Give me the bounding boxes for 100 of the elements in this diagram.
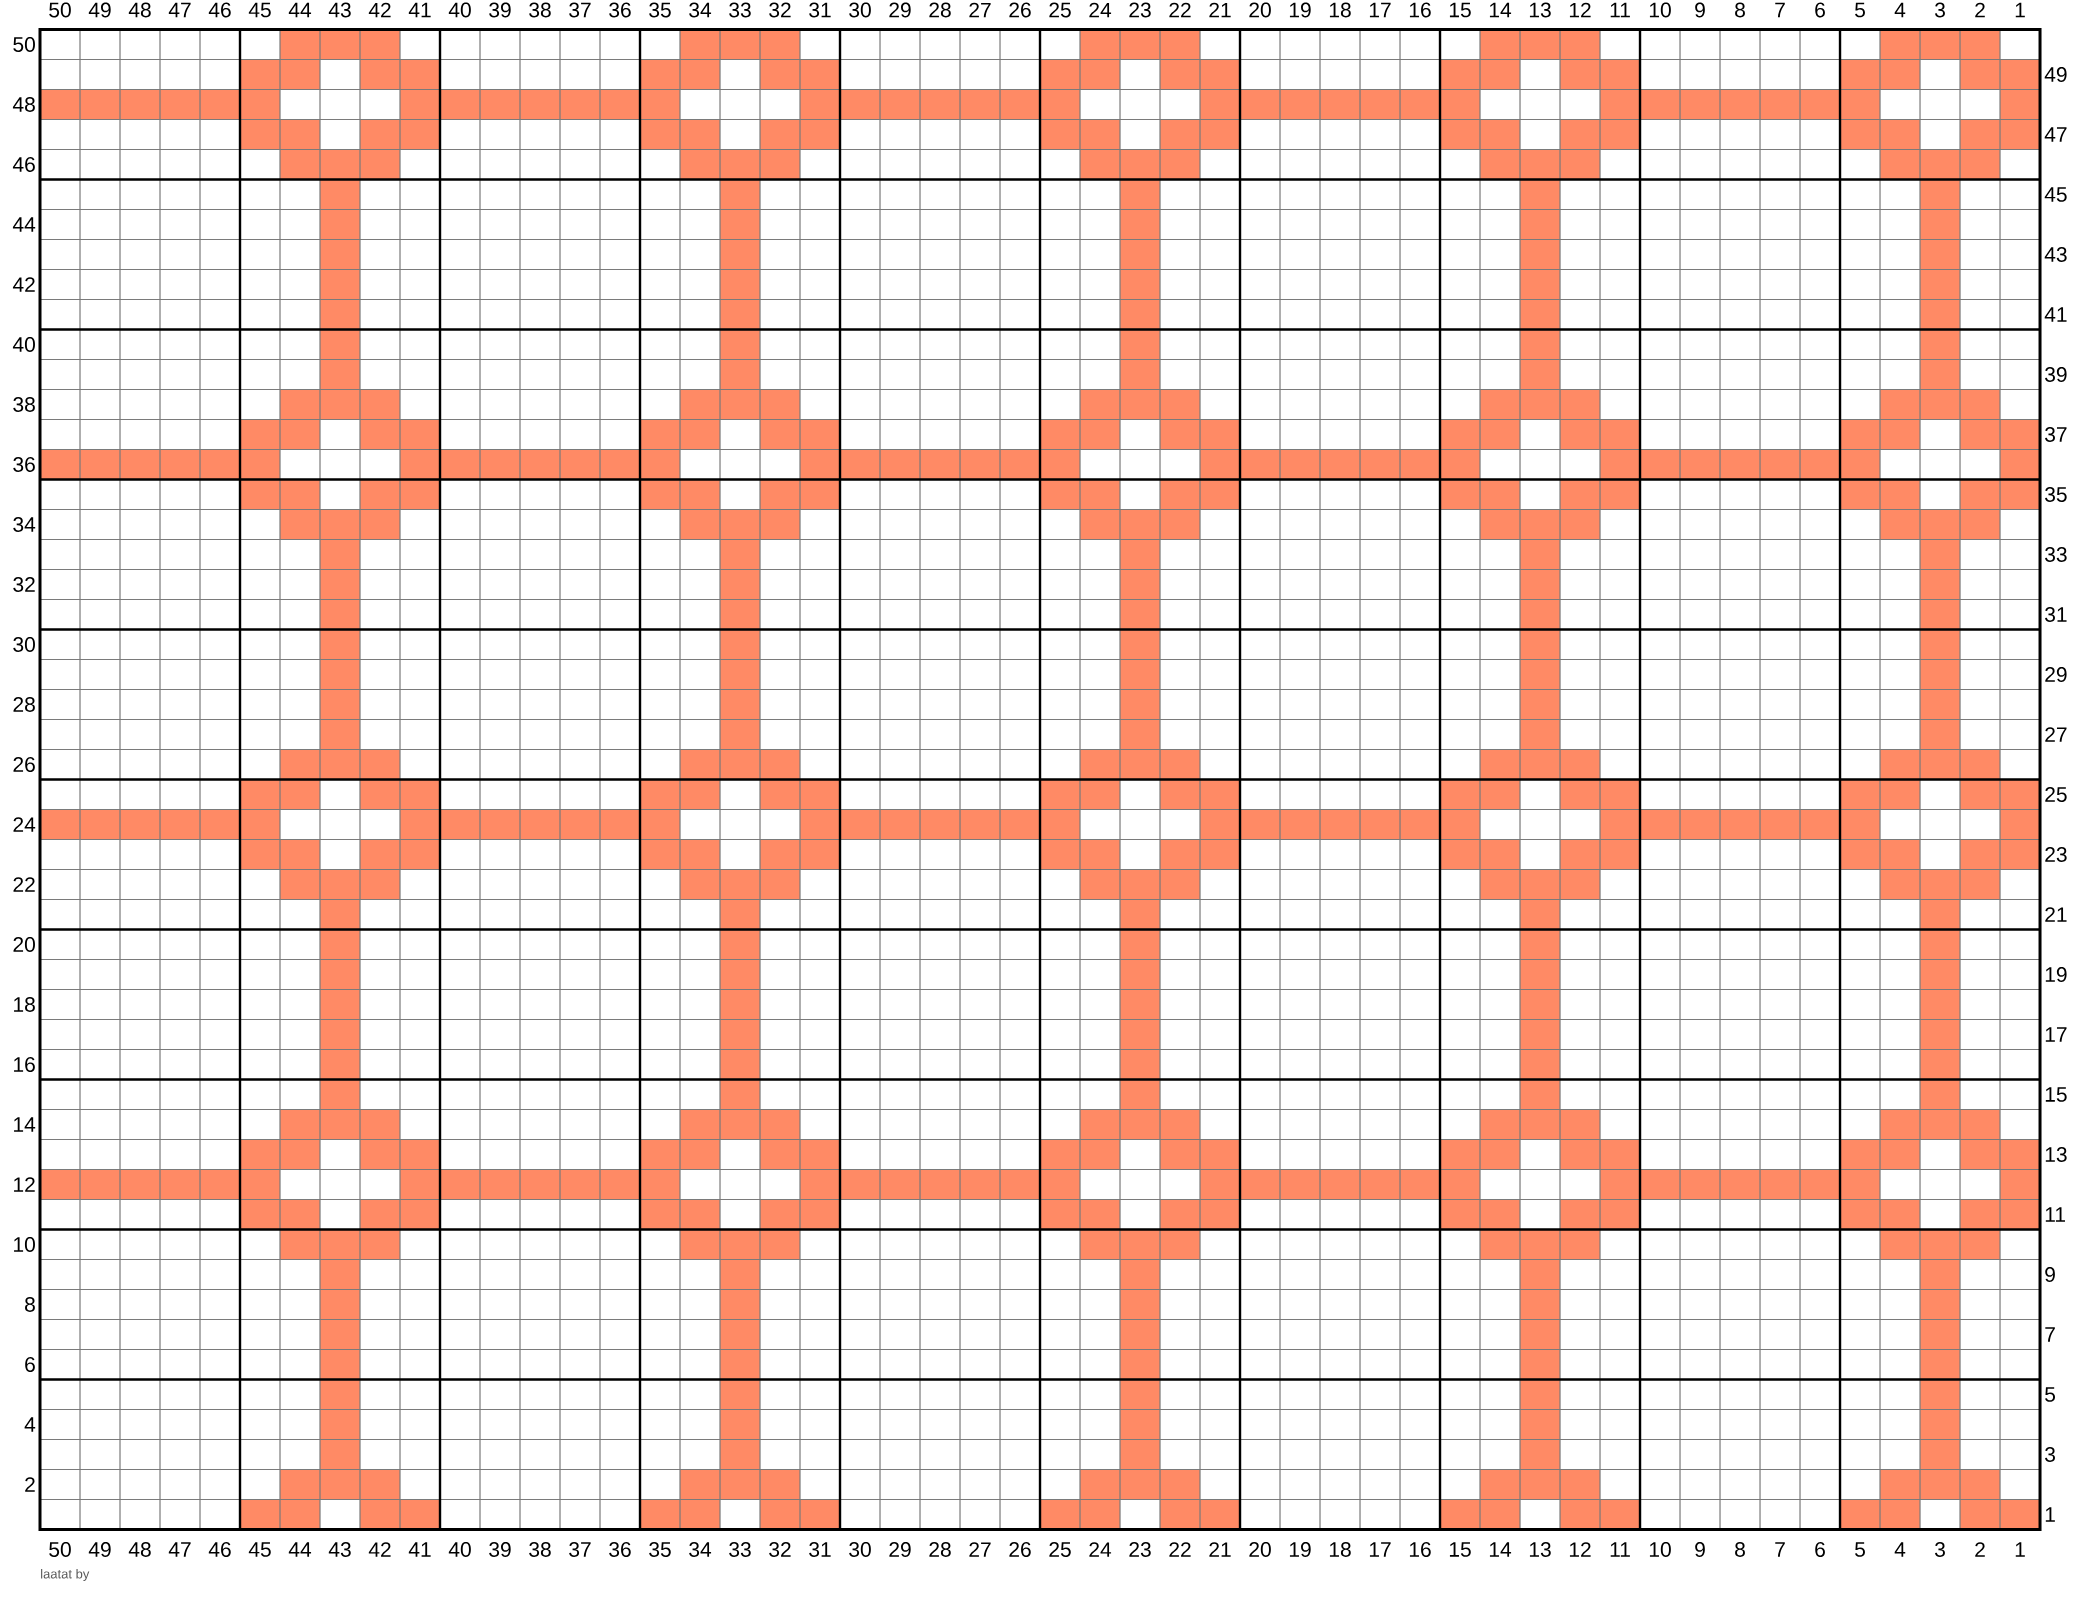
column-number: 40 bbox=[448, 2, 471, 18]
column-number: 41 bbox=[408, 2, 431, 18]
column-number: 26 bbox=[1009, 2, 1031, 18]
row-number: 24 bbox=[13, 817, 36, 832]
row-number: 33 bbox=[2045, 547, 2067, 562]
column-number: 27 bbox=[969, 2, 991, 18]
row-number: 41 bbox=[2044, 307, 2067, 322]
column-number: 26 bbox=[1009, 1542, 1031, 1557]
column-number: 31 bbox=[809, 1542, 831, 1557]
column-number: 34 bbox=[689, 2, 712, 18]
column-number: 18 bbox=[1329, 2, 1351, 18]
column-number: 25 bbox=[1049, 2, 1071, 18]
column-number: 13 bbox=[1529, 1542, 1551, 1557]
column-number: 12 bbox=[1569, 1542, 1591, 1557]
column-number: 7 bbox=[1775, 2, 1785, 18]
column-number: 11 bbox=[1610, 2, 1630, 18]
column-number: 7 bbox=[1775, 1542, 1785, 1557]
row-number: 10 bbox=[14, 1237, 35, 1252]
row-number: 48 bbox=[12, 97, 35, 112]
row-number: 47 bbox=[2044, 127, 2067, 142]
column-number: 46 bbox=[208, 2, 231, 18]
column-number: 42 bbox=[368, 2, 391, 18]
row-number: 16 bbox=[14, 1057, 35, 1072]
column-number: 9 bbox=[1695, 1542, 1705, 1557]
column-number: 1 bbox=[2015, 2, 2025, 18]
column-number: 5 bbox=[1855, 2, 1865, 18]
column-number: 8 bbox=[1735, 1542, 1745, 1557]
row-number: 2 bbox=[25, 1477, 35, 1492]
row-number: 23 bbox=[2045, 847, 2067, 862]
column-number: 32 bbox=[769, 1542, 791, 1557]
column-number: 32 bbox=[769, 2, 791, 18]
column-number: 39 bbox=[489, 2, 511, 18]
column-number: 36 bbox=[609, 2, 631, 18]
row-number: 50 bbox=[13, 37, 35, 52]
column-number: 27 bbox=[969, 1542, 991, 1557]
row-number: 26 bbox=[13, 757, 35, 772]
column-number: 4 bbox=[1894, 1542, 1906, 1557]
column-number: 46 bbox=[208, 1542, 231, 1557]
column-number: 30 bbox=[849, 2, 871, 18]
column-number: 6 bbox=[1815, 2, 1825, 18]
column-number: 24 bbox=[1089, 1542, 1112, 1557]
column-number: 19 bbox=[1289, 1542, 1311, 1557]
column-number: 14 bbox=[1489, 2, 1512, 18]
row-number: 39 bbox=[2045, 367, 2067, 382]
column-number: 48 bbox=[128, 1542, 151, 1557]
column-number: 36 bbox=[609, 1542, 631, 1557]
column-number: 37 bbox=[569, 2, 591, 18]
column-number: 17 bbox=[1369, 2, 1391, 18]
column-number: 43 bbox=[328, 2, 351, 18]
row-number: 6 bbox=[25, 1357, 35, 1372]
column-number: 14 bbox=[1489, 1542, 1512, 1557]
row-number: 43 bbox=[2044, 247, 2067, 262]
column-number: 15 bbox=[1449, 1542, 1471, 1557]
column-number: 48 bbox=[128, 2, 151, 18]
column-number: 2 bbox=[1975, 2, 1985, 18]
row-number: 17 bbox=[2045, 1027, 2067, 1042]
column-number: 13 bbox=[1529, 2, 1551, 18]
column-number: 23 bbox=[1129, 2, 1151, 18]
row-number: 29 bbox=[2045, 667, 2067, 682]
row-number: 22 bbox=[13, 877, 35, 892]
column-number: 10 bbox=[1649, 1542, 1671, 1557]
column-number: 12 bbox=[1569, 2, 1591, 18]
column-number: 31 bbox=[809, 2, 831, 18]
column-number: 23 bbox=[1129, 1542, 1151, 1557]
column-number: 16 bbox=[1409, 2, 1431, 18]
column-number: 30 bbox=[849, 1542, 871, 1557]
column-number: 22 bbox=[1169, 2, 1191, 18]
column-number: 18 bbox=[1329, 1542, 1351, 1557]
row-number: 42 bbox=[12, 277, 35, 292]
row-number: 35 bbox=[2045, 487, 2067, 502]
column-number: 24 bbox=[1089, 2, 1112, 18]
column-number: 35 bbox=[649, 1542, 671, 1557]
column-number: 43 bbox=[328, 1542, 351, 1557]
row-number: 21 bbox=[2045, 907, 2067, 922]
column-number: 15 bbox=[1449, 2, 1471, 18]
column-number: 4 bbox=[1894, 2, 1906, 18]
row-number: 37 bbox=[2045, 427, 2067, 442]
row-number: 34 bbox=[13, 517, 36, 532]
column-number: 9 bbox=[1695, 2, 1705, 18]
row-number: 31 bbox=[2045, 607, 2067, 622]
column-number: 6 bbox=[1815, 1542, 1825, 1557]
column-number: 20 bbox=[1249, 2, 1271, 18]
column-number: 34 bbox=[689, 1542, 712, 1557]
column-number: 47 bbox=[168, 2, 191, 18]
column-number: 11 bbox=[1610, 1542, 1630, 1557]
row-number: 3 bbox=[2045, 1447, 2055, 1462]
column-number: 17 bbox=[1369, 1542, 1391, 1557]
column-number: 29 bbox=[889, 2, 911, 18]
row-number: 1 bbox=[2045, 1507, 2055, 1522]
row-number: 45 bbox=[2044, 187, 2067, 202]
row-number: 38 bbox=[13, 397, 35, 412]
column-number: 37 bbox=[569, 1542, 591, 1557]
row-number: 46 bbox=[12, 157, 35, 172]
column-number: 28 bbox=[929, 2, 951, 18]
column-number: 35 bbox=[649, 2, 671, 18]
column-number: 41 bbox=[408, 1542, 431, 1557]
column-number: 47 bbox=[168, 1542, 191, 1557]
column-number: 39 bbox=[489, 1542, 511, 1557]
column-number: 3 bbox=[1935, 1542, 1945, 1557]
column-number: 42 bbox=[368, 1542, 391, 1557]
